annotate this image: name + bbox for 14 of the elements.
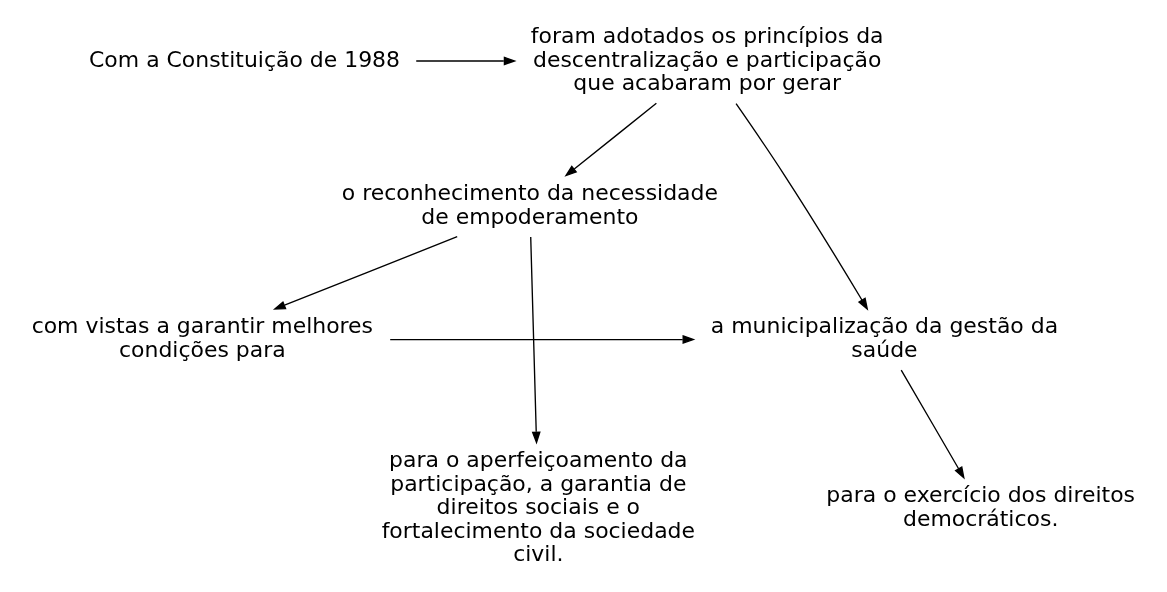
arrow xyxy=(530,235,541,444)
node-text: Com a Constituição de 1988 xyxy=(89,46,401,72)
node-text: foram adotados os princípios da descentralização e participação que acabaram por gerar xyxy=(530,22,884,95)
node-text: com vistas a garantir melhores condições para xyxy=(31,312,374,362)
arrow xyxy=(415,55,517,65)
arrow xyxy=(900,368,965,479)
arrow xyxy=(735,102,869,311)
node-text: a municipalização da gestão da saúde xyxy=(710,312,1059,362)
arrow xyxy=(564,102,658,177)
node-text: para o aperfeiçoamento da participação, a garantia de direitos sociais e o fortalecimento da sociedade civil. xyxy=(381,446,696,566)
node-text: para o exercício dos direitos democráticos. xyxy=(826,481,1136,531)
arrow xyxy=(389,334,696,344)
node-text: o reconhecimento da necessidade de empoderamento xyxy=(341,179,718,229)
arrow xyxy=(272,235,458,310)
